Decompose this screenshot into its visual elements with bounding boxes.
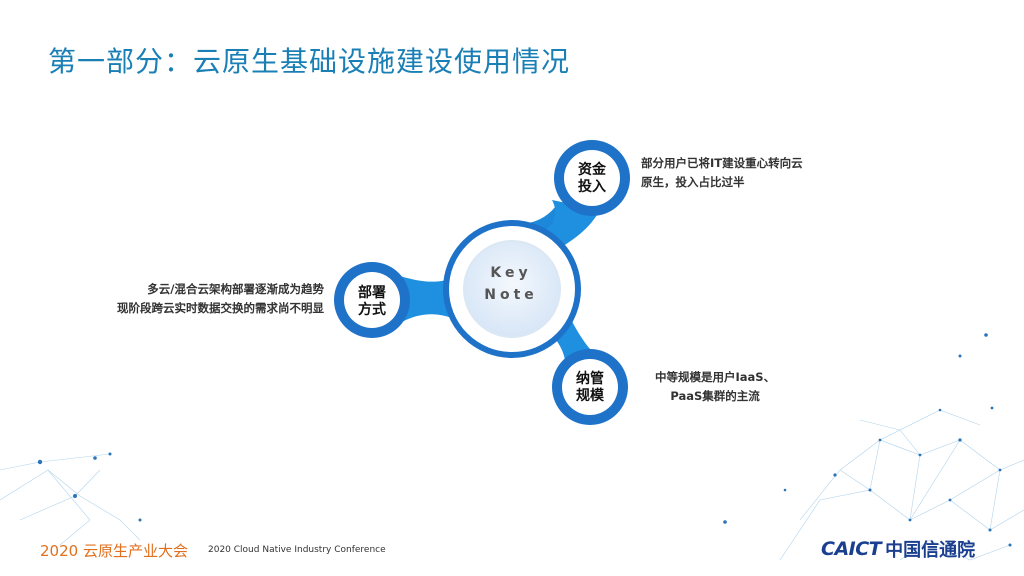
funding-description: 部分用户已将IT建设重心转向云 原生，投入占比过半 <box>641 154 803 192</box>
funding-description-line2: 原生，投入占比过半 <box>641 173 803 192</box>
conference-name-cn: 2020 云原生产业大会 <box>40 540 188 561</box>
logo-abbr: CAICT <box>821 538 881 560</box>
node-funding-label: 资金 投入 <box>562 162 622 196</box>
caict-logo: CAICT 中国信通院 <box>821 536 975 562</box>
center-line2: Note <box>470 284 552 306</box>
node-scale-line1: 纳管 <box>560 371 620 388</box>
node-scale-line2: 规模 <box>560 388 620 405</box>
scale-description-line2: PaaS集群的主流 <box>655 387 775 406</box>
node-deploy-label: 部署 方式 <box>342 285 402 319</box>
deploy-description-line2: 现阶段跨云实时数据交换的需求尚不明显 <box>117 299 324 318</box>
node-scale-label: 纳管 规模 <box>560 371 620 405</box>
logo-name: 中国信通院 <box>885 536 975 562</box>
node-deploy-line2: 方式 <box>342 302 402 319</box>
node-funding-line2: 投入 <box>562 179 622 196</box>
deploy-description-line1: 多云/混合云架构部署逐渐成为趋势 <box>117 280 324 299</box>
scale-description: 中等规模是用户IaaS、 PaaS集群的主流 <box>655 368 775 406</box>
scale-description-line1: 中等规模是用户IaaS、 <box>655 368 775 387</box>
conference-name-en: 2020 Cloud Native Industry Conference <box>208 545 386 555</box>
node-deploy-line1: 部署 <box>342 285 402 302</box>
center-key-note: Key Note <box>470 262 552 306</box>
node-funding-line1: 资金 <box>562 162 622 179</box>
deploy-description: 多云/混合云架构部署逐渐成为趋势 现阶段跨云实时数据交换的需求尚不明显 <box>117 280 324 318</box>
funding-description-line1: 部分用户已将IT建设重心转向云 <box>641 154 803 173</box>
center-line1: Key <box>470 262 552 284</box>
